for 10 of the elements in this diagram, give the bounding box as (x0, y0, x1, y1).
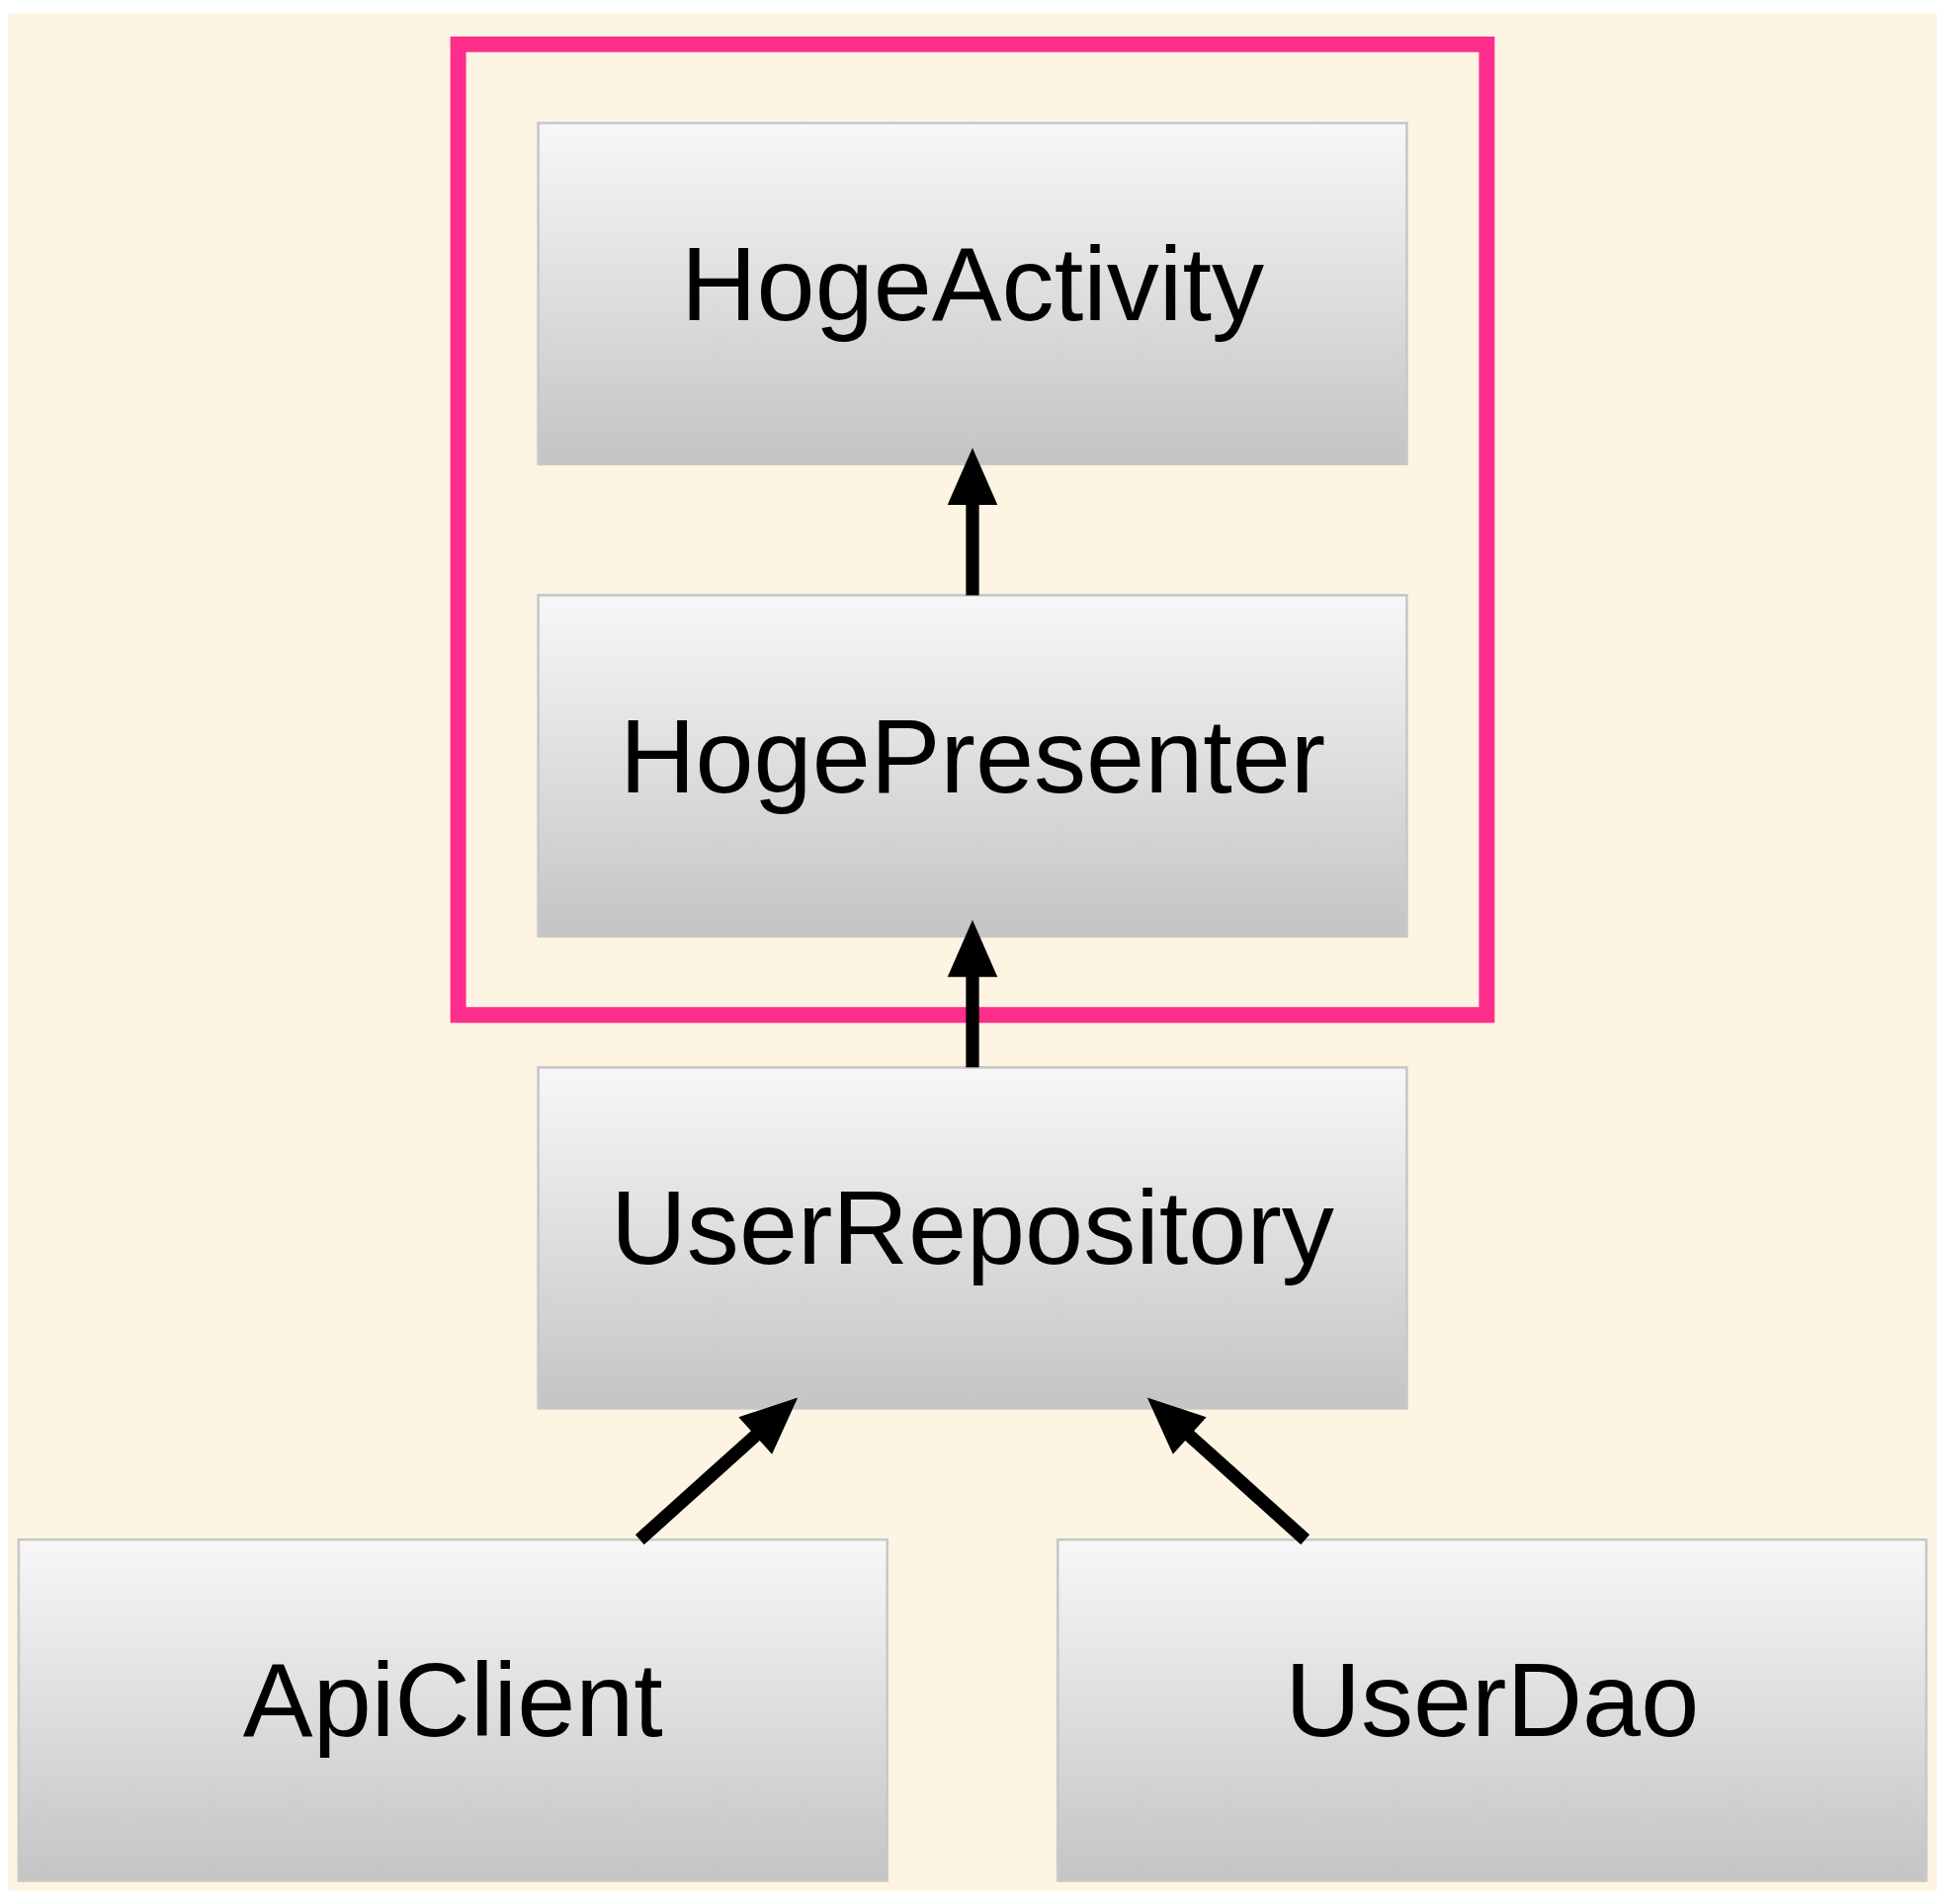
cluster (450, 36, 1495, 1024)
arrow (947, 448, 998, 596)
node-box: ApiClient (17, 1537, 889, 1882)
node-box: HogePresenter (537, 594, 1408, 938)
arrow (634, 1397, 799, 1545)
arrow (947, 920, 998, 1068)
arrow (1146, 1397, 1311, 1545)
node-box: HogeActivity (537, 122, 1408, 465)
node-box: UserRepository (537, 1066, 1408, 1410)
node-box: UserDao (1056, 1537, 1928, 1882)
